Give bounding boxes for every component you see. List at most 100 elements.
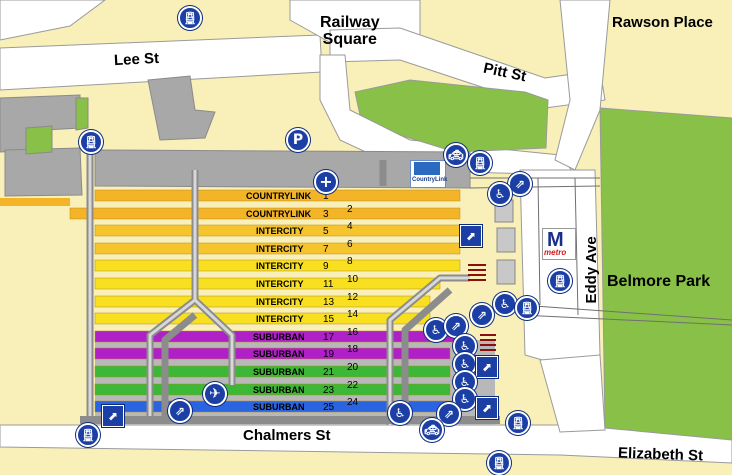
countrylink-logo-text: CountryLink: [412, 177, 448, 183]
platform-label: SUBURBAN: [253, 332, 305, 342]
info-icon[interactable]: ⬈: [460, 225, 482, 247]
platform-number: 6: [347, 239, 353, 250]
platform-label: SUBURBAN: [253, 385, 305, 395]
escalator-icon[interactable]: ⇗: [508, 172, 532, 196]
elizabeth-st-label: Elizabeth St: [617, 444, 704, 465]
stair-block-2: [496, 227, 516, 253]
rawson-place-label: Rawson Place: [612, 14, 713, 31]
chalmers-st-label: Chalmers St: [243, 427, 331, 444]
platform-label: COUNTRYLINK: [246, 209, 312, 219]
platform-label: INTERCITY: [256, 244, 304, 254]
platform-2: [69, 207, 461, 220]
platform-label: INTERCITY: [256, 279, 304, 289]
green-block-1: [25, 125, 53, 155]
platform-number: 1: [323, 191, 329, 202]
platform-number: 8: [347, 256, 353, 267]
pitt-st-park: [354, 79, 549, 153]
underpass: [80, 416, 500, 424]
platform-number: 2: [347, 204, 353, 215]
platform-number: 20: [347, 362, 359, 373]
platform-number: 4: [347, 221, 353, 232]
belmore-park-label: Belmore Park: [607, 273, 711, 290]
platform-label: SUBURBAN: [253, 367, 305, 377]
platform-7: [94, 295, 431, 308]
elizabeth-junction: [539, 354, 606, 433]
platform-number: 19: [323, 349, 335, 360]
taxi-icon[interactable]: 🚕︎: [444, 143, 468, 167]
parking-icon[interactable]: P: [286, 128, 310, 152]
platform-1: [94, 189, 461, 202]
platforms-layer: [69, 189, 461, 413]
platform-number: 18: [347, 344, 359, 355]
green-block-2: [75, 97, 89, 131]
wheelchair-icon[interactable]: ♿︎: [388, 401, 412, 425]
platform-label: SUBURBAN: [253, 349, 305, 359]
platform-number: 16: [347, 327, 359, 338]
train-icon[interactable]: 🚆︎: [178, 6, 202, 30]
platform-6: [94, 277, 441, 290]
platform-number: 15: [323, 314, 335, 325]
train-icon[interactable]: 🚆︎: [506, 411, 530, 435]
nw-road: [0, 0, 106, 41]
countrylink-wave-icon: [414, 162, 440, 175]
wheelchair-icon[interactable]: ♿︎: [488, 182, 512, 206]
belmore-park-area: [599, 107, 732, 441]
platform-number: 23: [323, 385, 335, 396]
platform-number: 3: [323, 209, 329, 220]
platform-number: 17: [323, 332, 335, 343]
info-icon[interactable]: ⬈: [476, 397, 498, 419]
tunnel-lines: [469, 177, 732, 326]
metro-logo: M metro: [542, 228, 576, 260]
train-icon[interactable]: 🚆︎: [76, 423, 100, 447]
train-icon[interactable]: 🚆︎: [548, 269, 572, 293]
walkway-centres: [88, 145, 470, 425]
metro-logo-text: metro: [544, 248, 567, 257]
escalator-icon[interactable]: ⇗: [437, 402, 461, 426]
pitt-st-road: [329, 27, 606, 109]
lee-st-label: Lee St: [113, 49, 160, 70]
countrylink-logo: CountryLink: [410, 160, 448, 188]
platform-label: INTERCITY: [256, 226, 304, 236]
platform-number: 13: [323, 297, 335, 308]
platform-number: 7: [323, 244, 329, 255]
platform-number: 21: [323, 367, 335, 378]
platform-label: INTERCITY: [256, 261, 304, 271]
first-aid-icon[interactable]: +: [314, 170, 338, 194]
wheelchair-icon[interactable]: ♿︎: [493, 292, 517, 316]
stair-block-3: [496, 259, 516, 285]
train-icon[interactable]: 🚆︎: [468, 151, 492, 175]
platform-number: 25: [323, 402, 335, 413]
platform-label: INTERCITY: [256, 314, 304, 324]
west-countrylink-strip: [0, 198, 70, 206]
platform-number: 24: [347, 397, 359, 408]
info-icon[interactable]: ⬈: [476, 356, 498, 378]
taxi-icon[interactable]: 🚕︎: [420, 418, 444, 442]
railway-square-label: Railway Square: [320, 14, 380, 48]
building-mid: [147, 75, 216, 141]
platform-number: 11: [323, 279, 334, 290]
metro-m-letter: M: [547, 229, 564, 251]
train-icon[interactable]: 🚆︎: [79, 130, 103, 154]
train-icon[interactable]: 🚆︎: [487, 451, 511, 475]
info-icon[interactable]: ⬈: [102, 405, 124, 427]
platform-5: [94, 259, 461, 272]
platform-11: [94, 365, 451, 378]
platform-4: [94, 242, 461, 255]
building-west-2: [4, 147, 83, 197]
train-icon[interactable]: 🚆︎: [515, 296, 539, 320]
platform-number: 22: [347, 380, 359, 391]
airport-link-icon[interactable]: ✈: [203, 382, 227, 406]
escalator-icon[interactable]: ⇗: [168, 399, 192, 423]
platform-12: [94, 383, 451, 396]
platform-number: 10: [347, 274, 359, 285]
platform-10: [94, 347, 451, 360]
buildings: [0, 75, 471, 197]
platform-label: COUNTRYLINK: [246, 191, 312, 201]
escalator-icon[interactable]: ⇗: [470, 303, 494, 327]
platform-number: 14: [347, 309, 359, 320]
platform-label: INTERCITY: [256, 297, 304, 307]
platform-label: SUBURBAN: [253, 402, 305, 412]
eddy-ave-label: Eddy Ave: [582, 236, 600, 304]
